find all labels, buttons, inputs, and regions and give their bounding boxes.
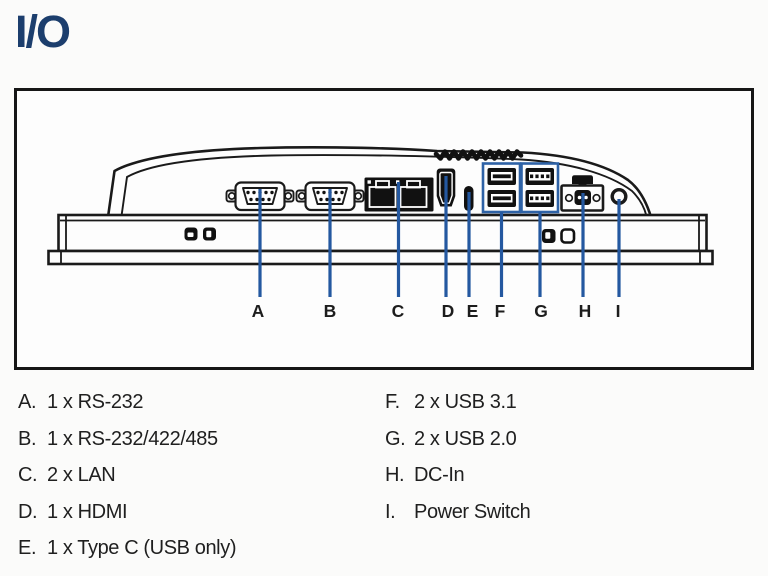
callout-letter-h: H <box>579 301 592 321</box>
legend-column-left: A. 1 x RS-232 B. 1 x RS-232/422/485 C. 2… <box>18 390 236 573</box>
callout-letter-a: A <box>252 301 265 321</box>
legend-key: F. <box>385 391 400 413</box>
bezel-mark-outline-icon <box>560 228 576 244</box>
db9-screw-right <box>284 192 293 200</box>
legend-key: G. <box>385 427 406 450</box>
legend-label: Power Switch <box>414 500 531 523</box>
callout-letter-d: D <box>442 301 455 321</box>
dc-in-pin <box>577 195 582 200</box>
vent-serration-icon <box>433 149 524 161</box>
bezel-mark-detail <box>206 230 212 238</box>
legend-item-b: B. 1 x RS-232/422/485 <box>18 427 236 464</box>
legend-item-g: G. 2 x USB 2.0 <box>385 427 530 464</box>
device-bottom-view-drawing: A B C D E F G H I <box>47 145 714 321</box>
io-diagram-panel: A B C D E F G H I <box>14 88 754 370</box>
callout-letter-c: C <box>392 301 405 321</box>
lan-jack-right-tab <box>406 180 421 189</box>
legend-label: 2 x USB 2.0 <box>414 427 517 450</box>
legend-item-h: H. DC-In <box>385 463 530 500</box>
lan-led <box>367 180 371 184</box>
legend-label: DC-In <box>414 464 465 486</box>
legend-label: 1 x RS-232/422/485 <box>47 427 218 450</box>
legend-label: 1 x RS-232 <box>47 391 144 413</box>
legend-key: A. <box>18 391 37 413</box>
legend-item-a: A. 1 x RS-232 <box>18 390 236 427</box>
callout-letter-b: B <box>324 301 337 321</box>
legend-label: 1 x HDMI <box>47 500 128 523</box>
callout-letter-f: F <box>495 301 506 321</box>
legend-item-f: F. 2 x USB 3.1 <box>385 390 530 427</box>
legend-label: 2 x USB 3.1 <box>414 391 517 413</box>
port-g-usb20-group-icon <box>520 162 560 214</box>
usb31-tongue-bottom <box>492 196 511 201</box>
legend-item-c: C. 2 x LAN <box>18 463 236 500</box>
dc-in-screw-left <box>564 193 574 203</box>
legend-key: D. <box>18 500 38 523</box>
bezel-mark-detail <box>545 232 551 239</box>
usb31-tongue-top <box>492 174 511 179</box>
legend-column-right: F. 2 x USB 3.1 G. 2 x USB 2.0 H. DC-In I… <box>385 390 531 537</box>
callout-letter-i: I <box>616 301 621 321</box>
lan-jack-left-tab <box>375 180 390 189</box>
legend-key: C. <box>18 464 38 486</box>
callout-lines <box>258 176 621 297</box>
legend-key: I. <box>385 500 396 523</box>
usb20-slot-top <box>529 172 551 181</box>
usb20-slot-bottom <box>529 194 551 203</box>
legend-key: B. <box>18 427 37 450</box>
db9-screw-left <box>227 192 236 200</box>
legend-label: 2 x LAN <box>47 464 116 486</box>
page-title: I/O <box>15 6 71 57</box>
bezel-mark-detail <box>187 232 194 237</box>
db9-screw-right <box>354 192 363 200</box>
callout-letter-g: G <box>534 301 548 321</box>
legend-item-i: I. Power Switch <box>385 500 531 537</box>
bezel-bottom-strip <box>47 249 714 266</box>
dc-in-screw-right <box>592 193 601 203</box>
legend-item-d: D. 1 x HDMI <box>18 500 236 537</box>
hdmi-inner-outline <box>439 171 453 204</box>
legend-key: E. <box>18 537 37 559</box>
dc-in-clamp-tab <box>572 175 593 187</box>
dc-in-pin <box>584 195 588 200</box>
db9-screw-left <box>297 192 306 200</box>
device-bezel <box>47 213 714 266</box>
legend-label: 1 x Type C (USB only) <box>47 537 237 559</box>
legend-key: H. <box>385 464 405 486</box>
callout-letters: A B C D E F G H I <box>252 301 621 321</box>
legend-item-e: E. 1 x Type C (USB only) <box>18 536 236 573</box>
port-a-rs232-icon <box>225 181 295 212</box>
callout-letter-e: E <box>467 301 479 321</box>
